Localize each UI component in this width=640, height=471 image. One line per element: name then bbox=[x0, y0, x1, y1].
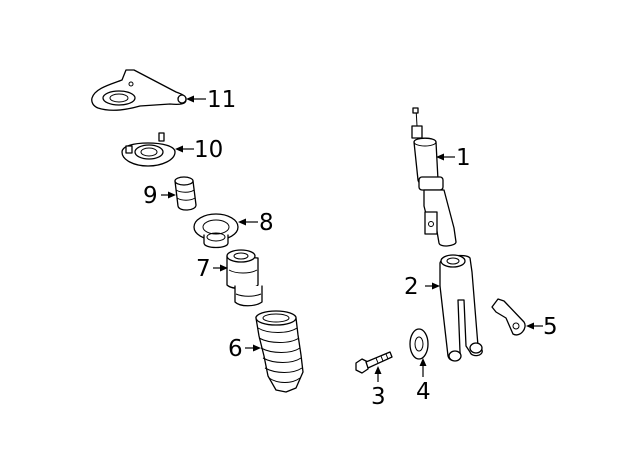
link-bracket-part bbox=[491, 298, 526, 336]
callout-label-1: 1 bbox=[456, 145, 471, 171]
callout-2: 2 bbox=[404, 274, 440, 300]
upper-mount-bracket-part bbox=[91, 69, 187, 111]
callout-label-9: 9 bbox=[143, 183, 158, 209]
callout-4: 4 bbox=[416, 358, 431, 405]
callout-label-8: 8 bbox=[259, 210, 274, 236]
callout-label-10: 10 bbox=[194, 137, 223, 163]
callout-9: 9 bbox=[143, 183, 176, 209]
callout-label-4: 4 bbox=[416, 379, 431, 405]
callout-1: 1 bbox=[436, 145, 471, 171]
callout-label-11: 11 bbox=[207, 87, 236, 113]
callout-label-2: 2 bbox=[404, 274, 419, 300]
washer-part bbox=[409, 328, 429, 360]
bolt-part bbox=[355, 351, 393, 374]
callout-11: 11 bbox=[186, 87, 236, 113]
strut-fork-part bbox=[439, 254, 483, 362]
bumper-sleeve-part bbox=[226, 249, 263, 307]
mount-plate-part bbox=[121, 132, 176, 167]
jounce-bumper-part bbox=[174, 176, 197, 211]
callout-6: 6 bbox=[228, 336, 261, 362]
callout-label-6: 6 bbox=[228, 336, 243, 362]
callout-8: 8 bbox=[238, 210, 274, 236]
callout-10: 10 bbox=[175, 137, 223, 163]
dust-boot-part bbox=[255, 310, 304, 393]
callout-label-5: 5 bbox=[543, 314, 558, 340]
strut-assembly-part bbox=[411, 107, 457, 247]
callout-label-3: 3 bbox=[371, 384, 386, 410]
callout-label-7: 7 bbox=[196, 256, 211, 282]
callout-5: 5 bbox=[526, 314, 558, 340]
callout-3: 3 bbox=[371, 366, 386, 410]
spring-seat-part bbox=[193, 213, 239, 249]
callout-7: 7 bbox=[196, 256, 228, 282]
